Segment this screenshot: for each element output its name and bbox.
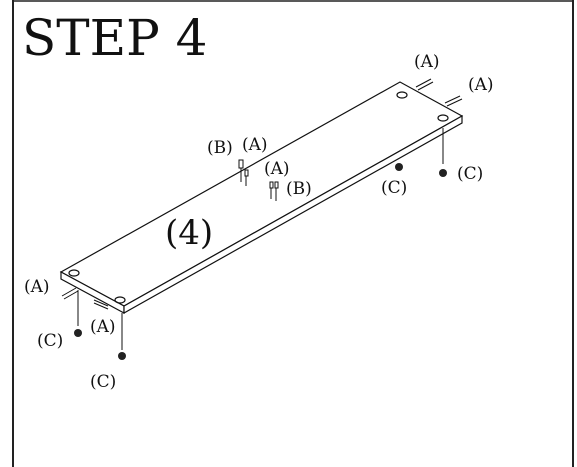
dowel-a-top-2 — [444, 95, 463, 107]
middle-fittings-2 — [269, 181, 279, 201]
label-a-top-1: (A) — [414, 52, 440, 72]
label-a-bottom-2: (A) — [90, 317, 116, 337]
cam-lock-c-2 — [439, 128, 447, 177]
step-title: STEP 4 — [22, 9, 207, 67]
label-a-bottom-1: (A) — [24, 277, 50, 297]
label-b-middle-2: (B) — [286, 179, 312, 199]
label-a-top-2: (A) — [468, 75, 494, 95]
dowel-a-bottom-2 — [93, 299, 109, 310]
panel-label: (4) — [165, 213, 213, 253]
label-c-top-2: (C) — [457, 164, 483, 184]
label-a-middle-2: (A) — [264, 159, 290, 179]
cam-lock-c-1 — [395, 163, 403, 171]
label-c-top-1: (C) — [381, 178, 407, 198]
label-c-bottom-1: (C) — [37, 331, 63, 351]
dowel-a-top-1 — [415, 78, 434, 91]
middle-fittings-1 — [238, 159, 249, 186]
label-b-middle-1: (B) — [207, 138, 233, 158]
label-a-middle-1: (A) — [242, 135, 268, 155]
label-c-bottom-2: (C) — [90, 372, 116, 392]
cam-lock-c-4 — [118, 313, 126, 360]
cam-lock-c-3 — [74, 290, 82, 337]
dowel-a-bottom-1 — [61, 287, 79, 300]
panel-board — [59, 81, 464, 315]
